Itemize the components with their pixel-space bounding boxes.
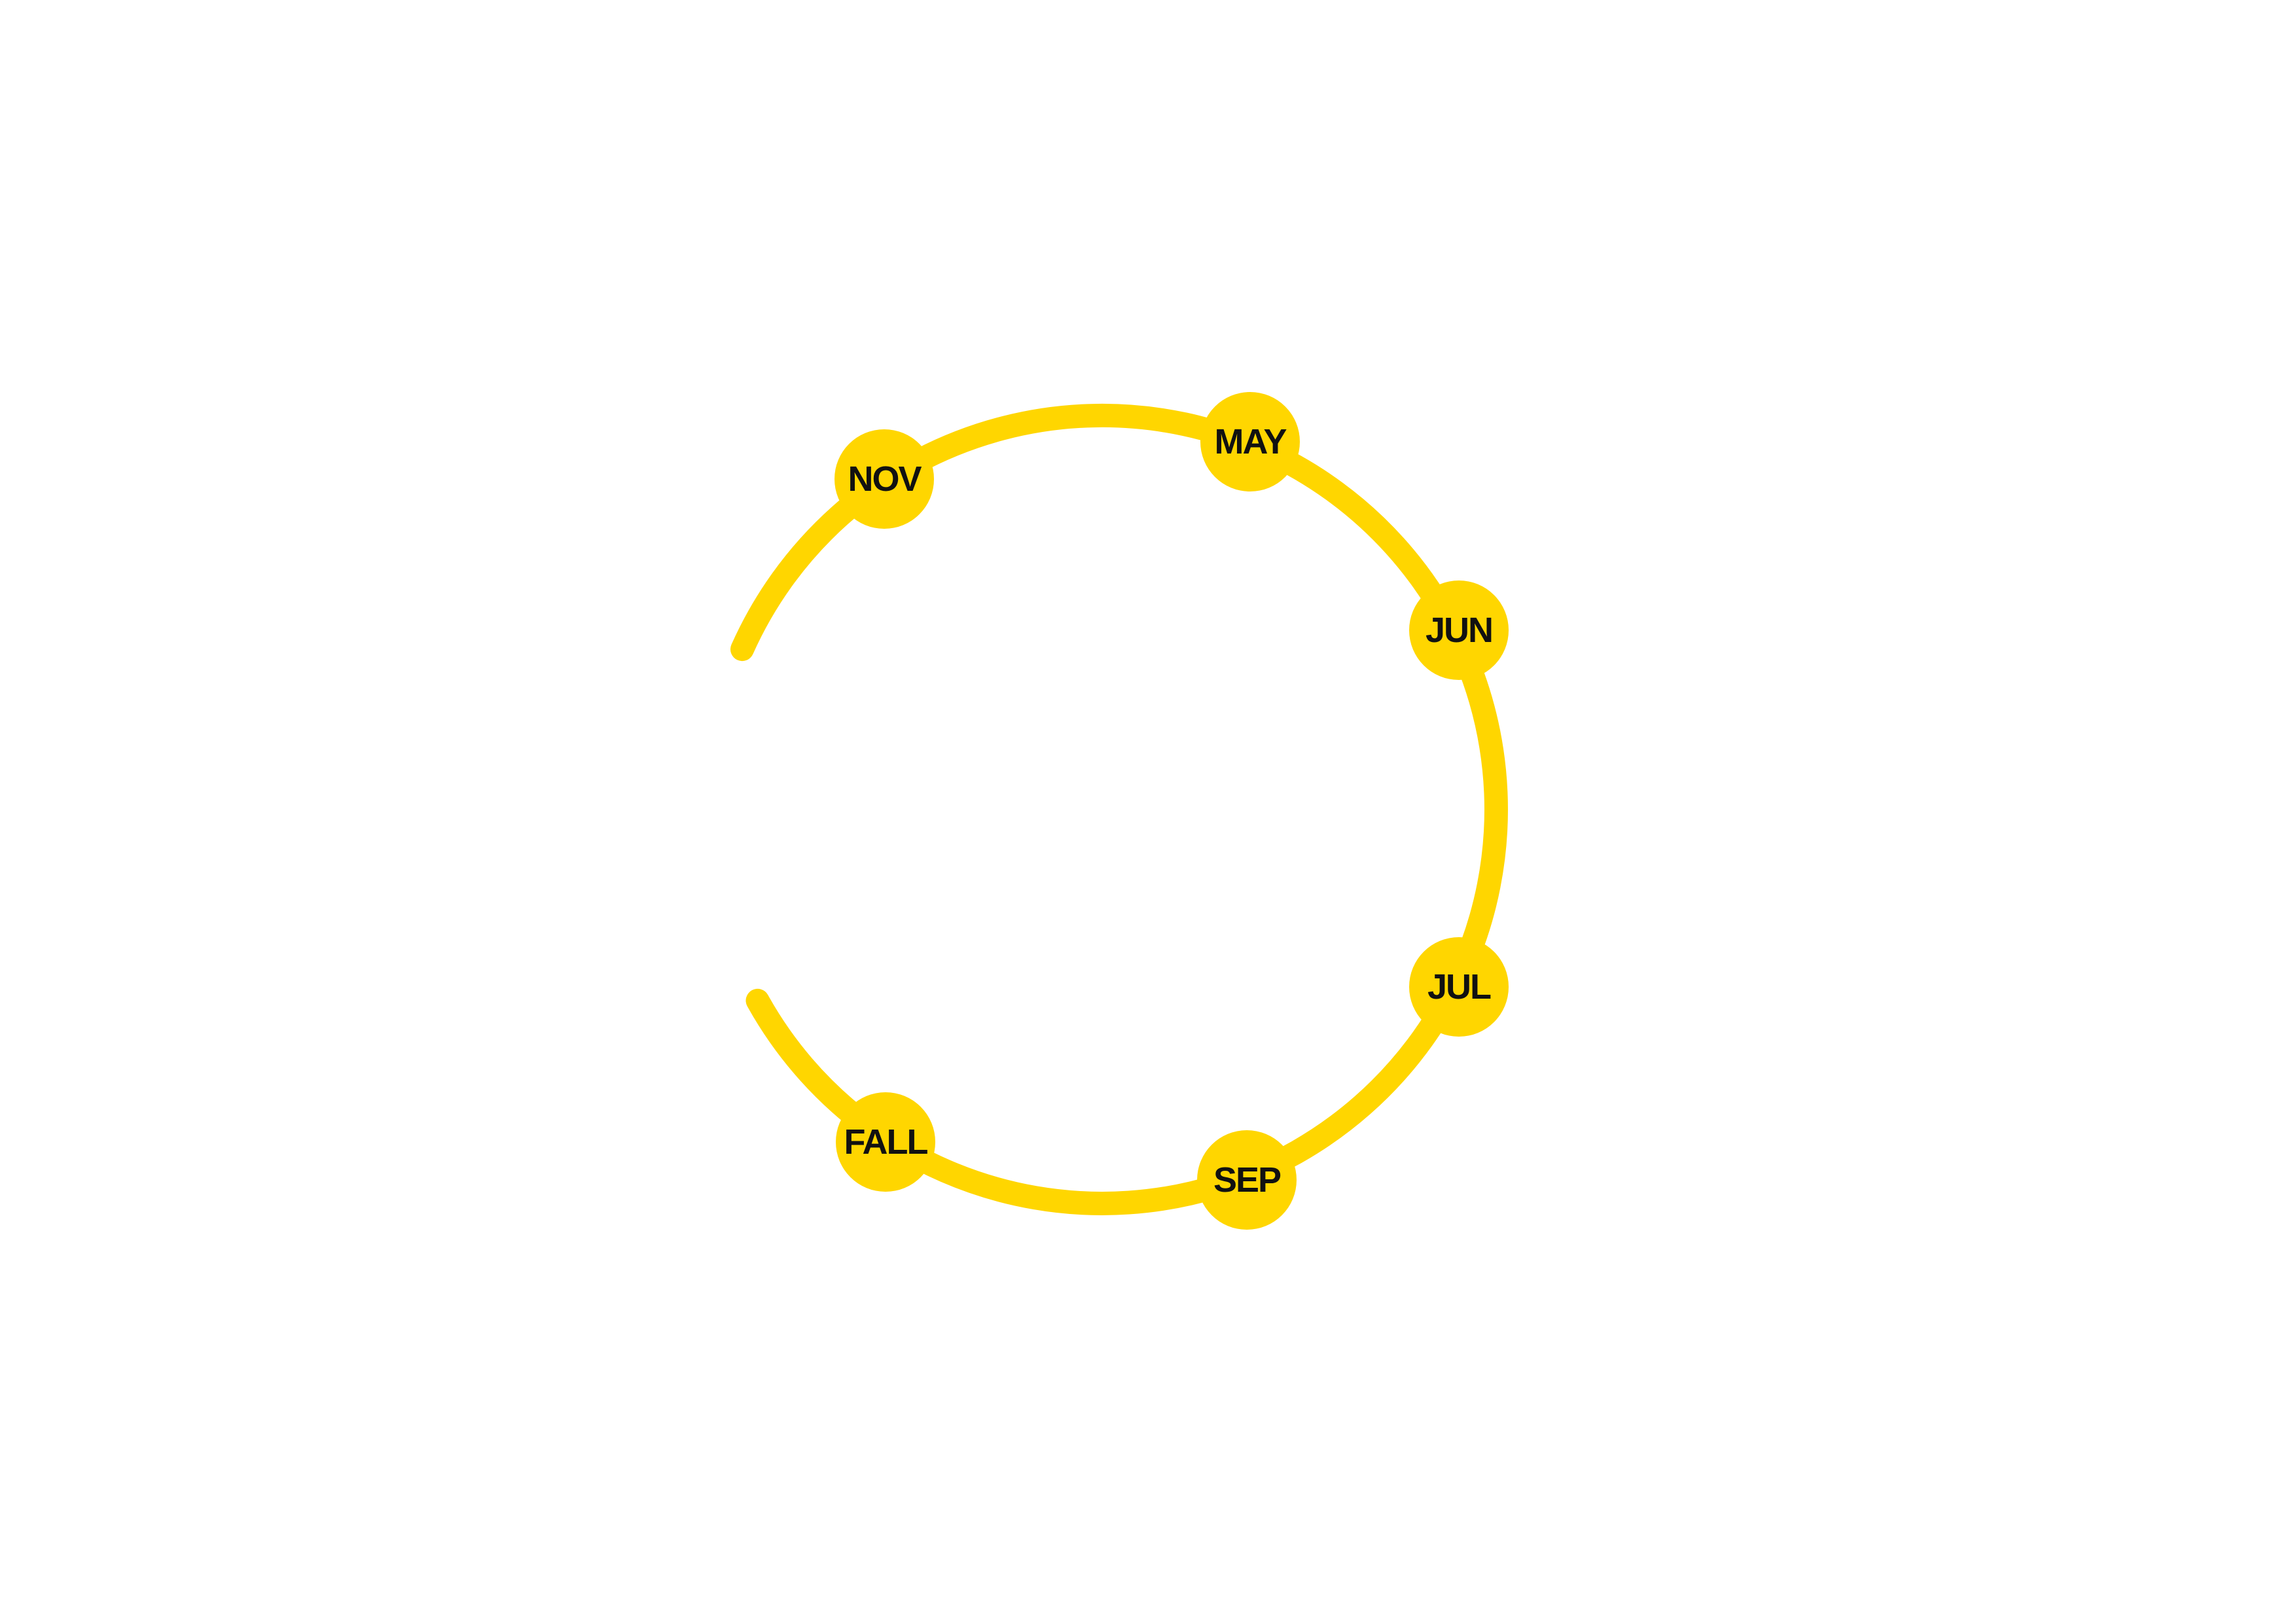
node-may: MAY [1200,392,1300,491]
node-jul-label: JUL [1427,967,1491,1007]
node-nov-circle [834,429,934,529]
node-jun-label: JUN [1426,611,1492,650]
node-fall: FALL [836,1092,935,1192]
node-sep-circle [1197,1130,1297,1230]
node-jul-circle [1409,937,1509,1037]
node-nov: NOV [834,429,934,529]
node-may-label: MAY [1214,422,1287,461]
node-sep: SEP [1197,1130,1297,1230]
node-jul: JUL [1409,937,1509,1037]
node-nov-label: NOV [848,459,922,499]
node-jun: JUN [1409,580,1509,680]
node-fall-circle [836,1092,935,1192]
node-jun-circle [1409,580,1509,680]
node-sep-label: SEP [1213,1160,1281,1200]
timeline-ring-arc [730,403,1508,1215]
node-may-circle [1200,392,1300,491]
node-fall-label: FALL [844,1122,928,1162]
